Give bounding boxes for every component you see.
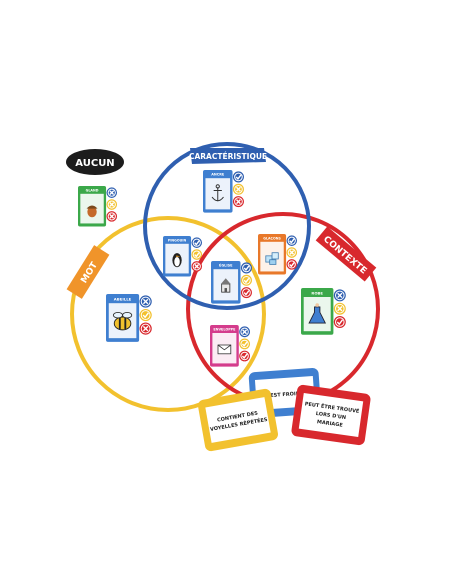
dress-icon	[308, 303, 327, 324]
envelope-icon	[217, 344, 232, 355]
contexte-banner: CONTEXTE	[315, 226, 377, 282]
aucun-label: AUCUN	[66, 149, 124, 175]
card-label: GLAÇONS	[263, 236, 281, 240]
card-enveloppe[interactable]: ENVELOPPE	[210, 325, 251, 367]
bee-icon	[112, 311, 133, 331]
caracteristique-label-text: CARACTÉRISTIQUE	[189, 152, 267, 161]
card-label: GLAND	[86, 188, 99, 192]
card-abeille[interactable]: ABEILLE	[106, 294, 152, 342]
church-icon	[220, 278, 231, 293]
card-label: ROBE	[311, 290, 323, 295]
anchor-icon	[211, 184, 224, 202]
mot-banner: MOT	[66, 245, 110, 299]
card-label: ÉGLISE	[219, 263, 233, 268]
card-gland[interactable]: GLAND	[78, 186, 118, 227]
card-label: ANCRE	[211, 173, 225, 177]
caracteristique-circle	[143, 142, 311, 310]
aucun-label-text: AUCUN	[75, 158, 114, 169]
penguin-icon	[172, 253, 182, 268]
clue-card-yellow[interactable]: CONTIENT DES VOYELLES RÉPÉTÉES	[197, 388, 279, 452]
acorn-icon	[86, 205, 98, 218]
card-glacons[interactable]: GLAÇONS	[258, 234, 298, 275]
card-pingouin[interactable]: PINGOUIN	[163, 236, 203, 277]
clue-blue-line-1: EST FROID	[270, 391, 300, 399]
card-label: ABEILLE	[114, 296, 132, 301]
card-label: ENVELOPPE	[213, 328, 236, 332]
clue-red-line-2: LORS D'UN	[315, 411, 346, 421]
card-label: PINGOUIN	[168, 238, 187, 242]
mot-circle	[70, 216, 266, 412]
card-ancre[interactable]: ANCRE	[203, 170, 244, 213]
caracteristique-banner: CARACTÉRISTIQUE	[189, 148, 267, 164]
icecubes-icon	[265, 252, 279, 265]
card-eglise[interactable]: ÉGLISE	[211, 261, 252, 304]
clue-card-red[interactable]: PEUT ÊTRE TROUVÉ LORS D'UN MARIAGE	[291, 384, 372, 446]
clue-red-line-3: MARIAGE	[316, 419, 343, 429]
card-robe[interactable]: ROBE	[301, 288, 346, 335]
